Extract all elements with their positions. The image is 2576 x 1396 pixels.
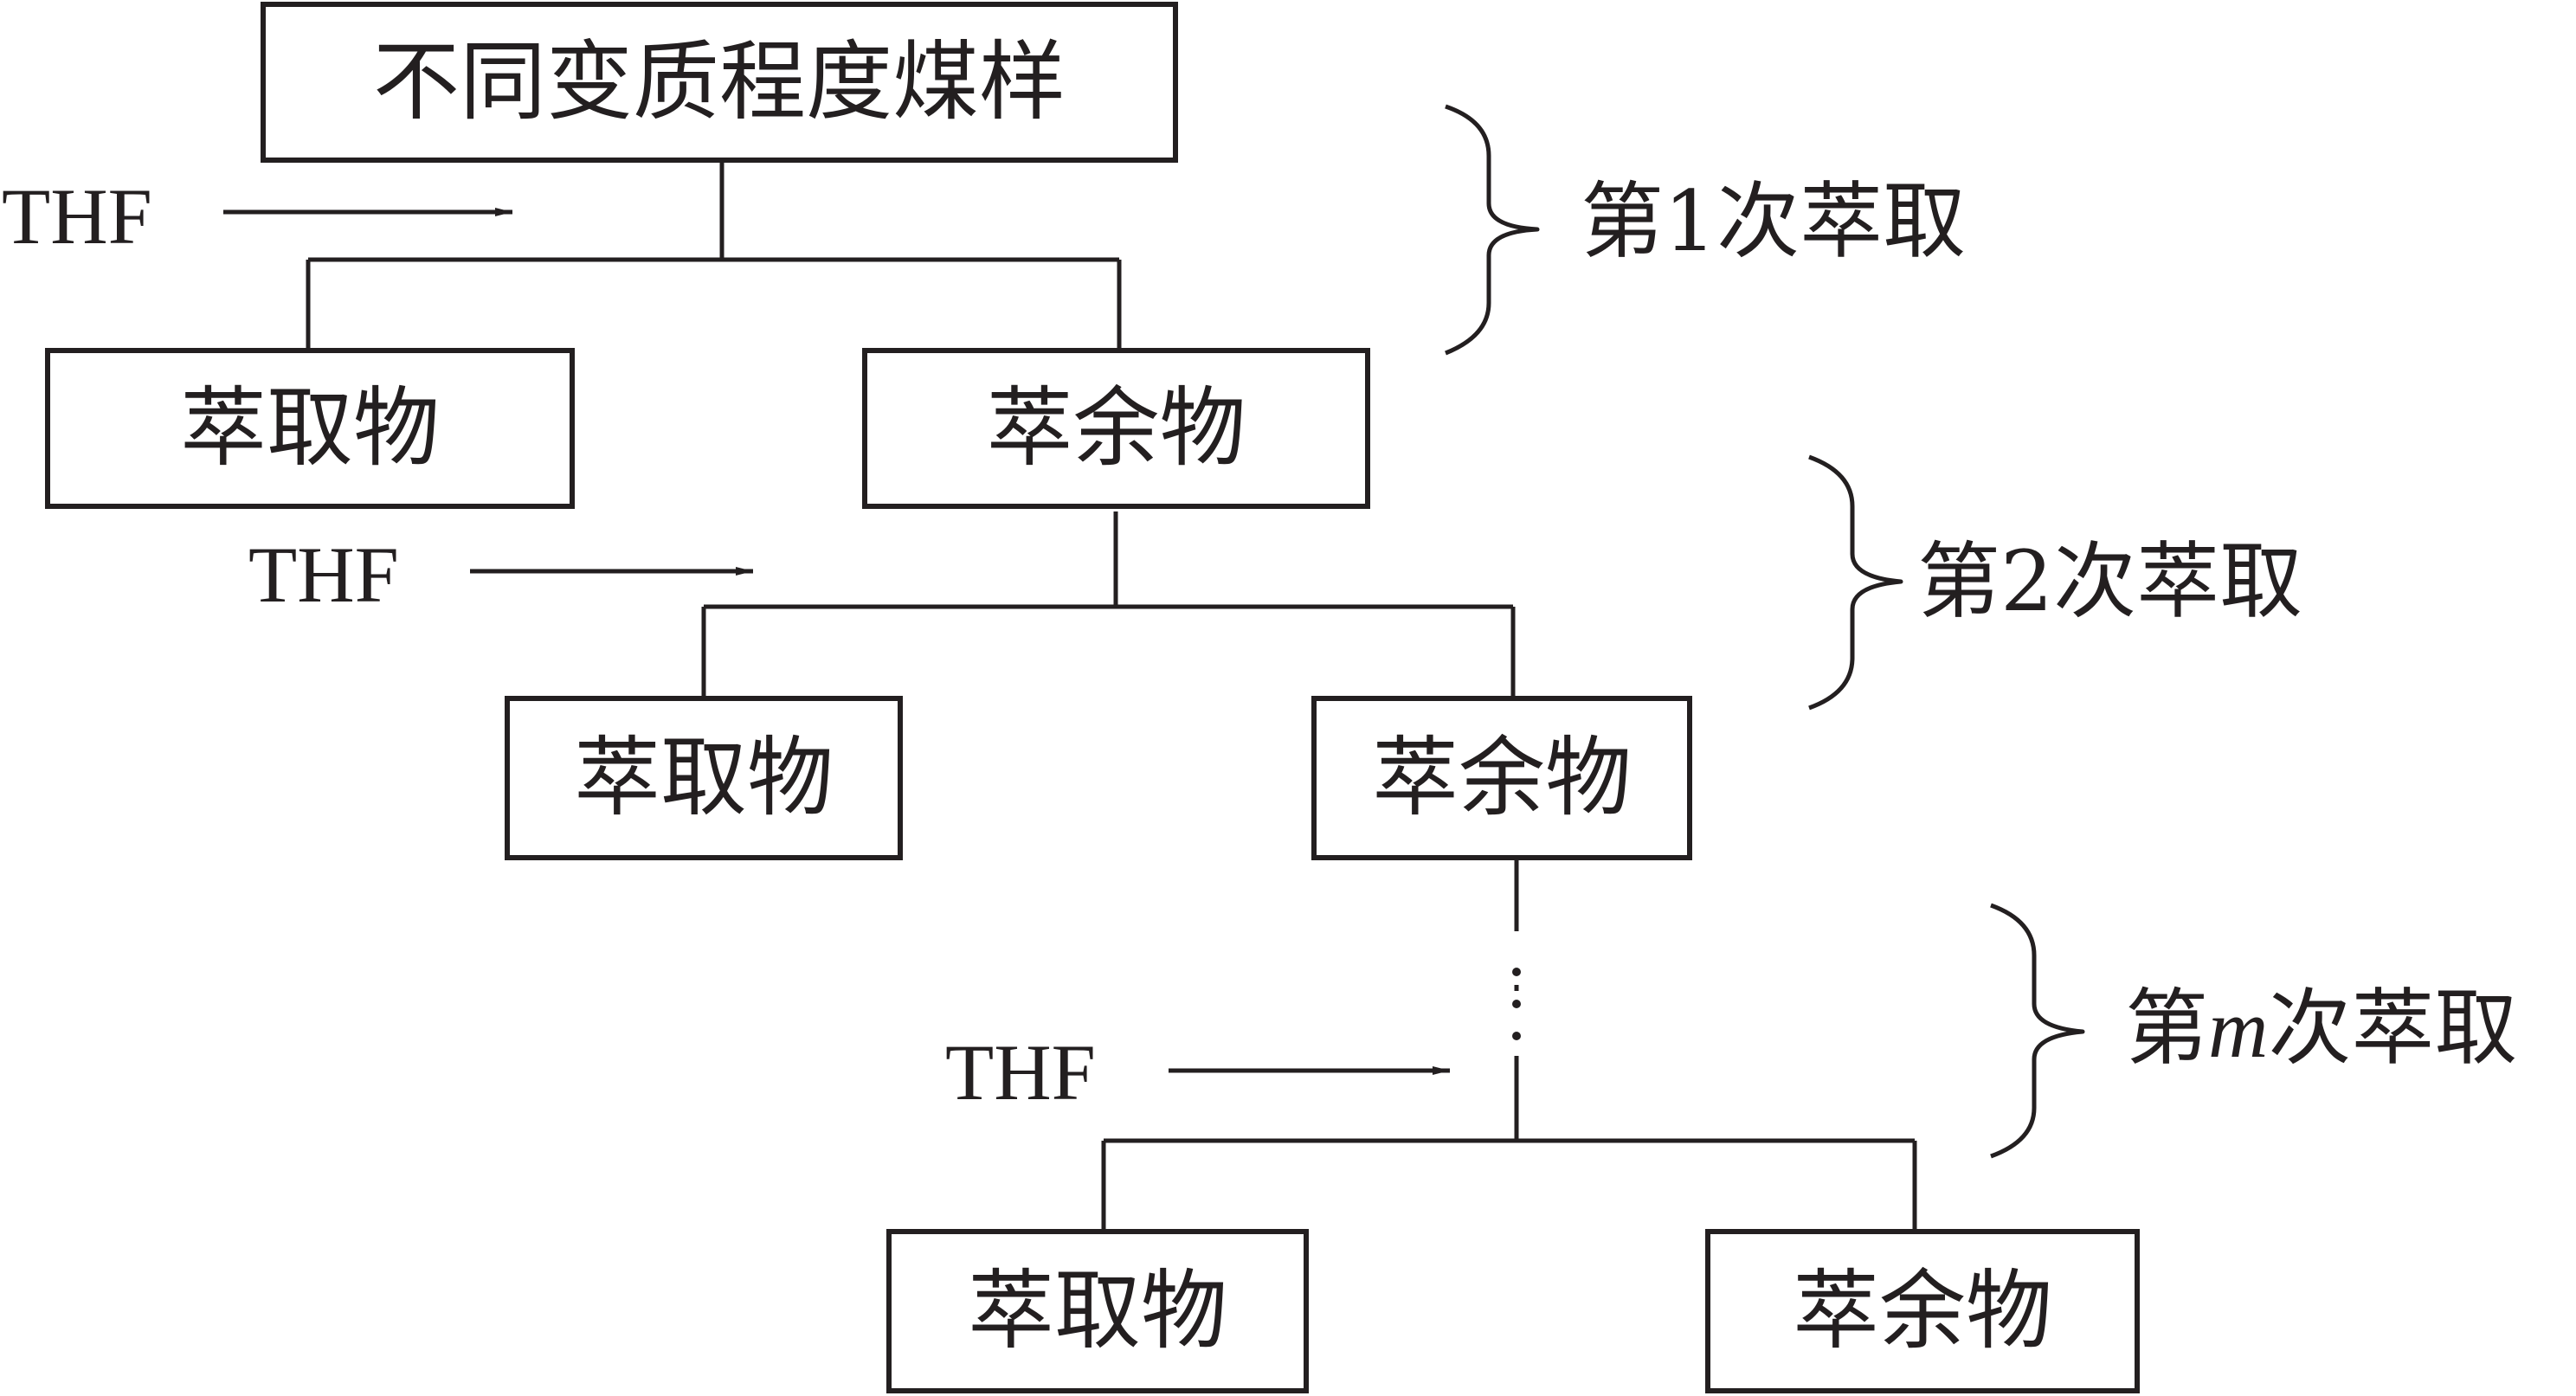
- extract-box-stage-2: 萃取物: [505, 696, 903, 860]
- stage-1-label: 第1次萃取: [1581, 180, 1966, 263]
- stage-1-prefix: 第: [1581, 173, 1664, 270]
- brace-stage-1: [1445, 104, 1540, 356]
- residue-label: 萃余物: [1793, 1260, 2052, 1361]
- stage-2-suffix: 次萃取: [2053, 533, 2303, 630]
- stage-m-prefix: 第: [2125, 980, 2208, 1077]
- residue-label: 萃余物: [1372, 727, 1632, 828]
- stage-1-tree: [306, 163, 1122, 350]
- stage-1-index: 1: [1664, 173, 1717, 270]
- coal-sample-label: 不同变质程度煤样: [373, 31, 1066, 132]
- thf-label-2: THF: [248, 531, 399, 619]
- stage-2-index: 2: [2000, 533, 2054, 630]
- ellipsis-dot: [1512, 968, 1521, 976]
- thf-label-m: THF: [945, 1028, 1096, 1116]
- stage-2-tree: [701, 511, 1516, 698]
- coal-sample-box: 不同变质程度煤样: [261, 2, 1178, 163]
- residue-label: 萃余物: [986, 377, 1246, 479]
- ellipsis-dot: [1512, 1032, 1521, 1040]
- extract-box-stage-1: 萃取物: [45, 348, 575, 509]
- stage-m-suffix: 次萃取: [2268, 980, 2518, 1077]
- ellipsis-dot: [1512, 1000, 1521, 1008]
- stage-m-index: m: [2208, 982, 2269, 1075]
- residue-box-stage-2: 萃余物: [1311, 696, 1692, 860]
- stage-m-tree: [1101, 859, 1917, 1231]
- residue-box-stage-1: 萃余物: [862, 348, 1370, 509]
- extract-label: 萃取物: [574, 727, 834, 828]
- brace-stage-2: [1808, 454, 1903, 711]
- brace-stage-m: [1990, 903, 2085, 1159]
- residue-box-stage-m: 萃余物: [1705, 1229, 2140, 1393]
- stage-2-label: 第2次萃取: [1917, 540, 2302, 623]
- extract-label: 萃取物: [968, 1260, 1227, 1361]
- stage-2-prefix: 第: [1917, 533, 2000, 630]
- extract-box-stage-m: 萃取物: [886, 1229, 1309, 1393]
- stage-m-label: 第m次萃取: [2125, 987, 2517, 1071]
- extract-label: 萃取物: [180, 377, 440, 479]
- thf-label-1: THF: [2, 172, 152, 261]
- stage-1-suffix: 次萃取: [1716, 173, 1967, 270]
